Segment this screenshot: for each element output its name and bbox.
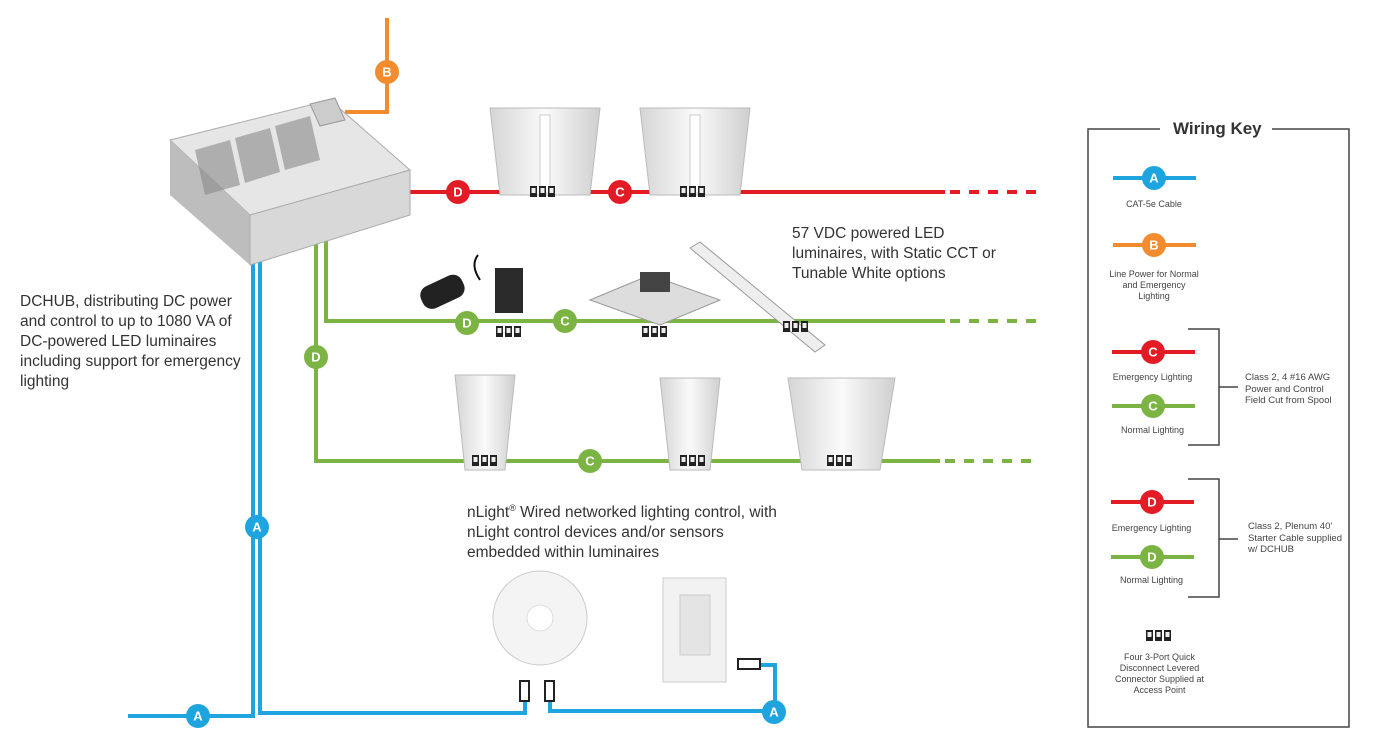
wiring-key-title: Wiring Key (1165, 119, 1270, 139)
linear-fixture (689, 241, 826, 353)
key-label-d-emergency: Emergency Lighting (1111, 523, 1192, 533)
key-d-group-description: Class 2, Plenum 40' Starter Cable suppli… (1248, 521, 1342, 555)
wiring-key-frame (1087, 128, 1350, 728)
svg-text:A: A (769, 705, 779, 720)
badge-d: D (455, 311, 479, 335)
troffer-fixture (659, 377, 721, 471)
badge-a: A (186, 704, 210, 728)
svg-text:D: D (1147, 495, 1156, 510)
key-label-d-normal: Normal Lighting (1119, 575, 1184, 585)
svg-text:D: D (462, 316, 471, 331)
badge-d: D (1140, 490, 1164, 514)
badge-d: D (446, 180, 470, 204)
key-label-c-emergency: Emergency Lighting (1112, 372, 1193, 382)
svg-text:C: C (1148, 345, 1158, 360)
downlight-fixture (420, 254, 523, 337)
badge-c: C (608, 180, 632, 204)
key-label-cat5e: CAT-5e Cable (1126, 199, 1182, 209)
key-label-connector: Four 3-Port Quick Disconnect Levered Con… (1114, 652, 1205, 695)
svg-text:C: C (560, 314, 570, 329)
nlight-description: nLight® Wired networked lighting control… (467, 498, 787, 563)
svg-text:D: D (311, 350, 320, 365)
badge-c: C (578, 449, 602, 473)
troffer-fixture (454, 374, 516, 471)
badge-b: B (375, 60, 399, 84)
svg-text:A: A (1149, 171, 1159, 186)
badge-a: A (762, 700, 786, 724)
registered-mark: ® (509, 503, 516, 513)
normal-wire-row3 (314, 200, 1040, 463)
troffer-fixture (639, 107, 751, 197)
key-c-group-description: Class 2, 4 #16 AWG Power and Control Fie… (1245, 372, 1332, 406)
wall-control-switch (662, 577, 761, 683)
badge-a: A (1142, 166, 1166, 190)
svg-text:A: A (252, 520, 262, 535)
troffer-fixture (787, 377, 896, 471)
nlight-text: Wired networked lighting control, with n… (467, 504, 777, 562)
recessed-housing-fixture (588, 272, 722, 337)
key-label-c-normal: Normal Lighting (1120, 425, 1185, 435)
key-label-line-power: Line Power for Normal and Emergency Ligh… (1109, 269, 1199, 301)
badge-b: B (1142, 233, 1166, 257)
svg-text:D: D (453, 185, 462, 200)
dchub-device (168, 97, 412, 266)
troffer-fixture (489, 107, 601, 197)
badge-a: A (245, 515, 269, 539)
badge-c: C (553, 309, 577, 333)
badge-c: C (1141, 394, 1165, 418)
dchub-description: DCHUB, distributing DC power and control… (20, 293, 241, 390)
svg-text:B: B (382, 65, 391, 80)
occupancy-sensor (492, 570, 588, 702)
svg-text:C: C (1148, 399, 1158, 414)
badge-c: C (1141, 340, 1165, 364)
badge-d: D (304, 345, 328, 369)
luminaires-description: 57 VDC powered LED luminaires, with Stat… (792, 225, 996, 282)
svg-text:C: C (585, 454, 595, 469)
nlight-brand: nLight (467, 504, 510, 522)
badge-d: D (1140, 545, 1164, 569)
svg-text:B: B (1149, 238, 1158, 253)
svg-text:D: D (1147, 550, 1156, 565)
svg-text:A: A (193, 709, 203, 724)
svg-text:C: C (615, 185, 625, 200)
line-power-wire (345, 18, 389, 114)
key-connector-icon (1146, 630, 1171, 641)
